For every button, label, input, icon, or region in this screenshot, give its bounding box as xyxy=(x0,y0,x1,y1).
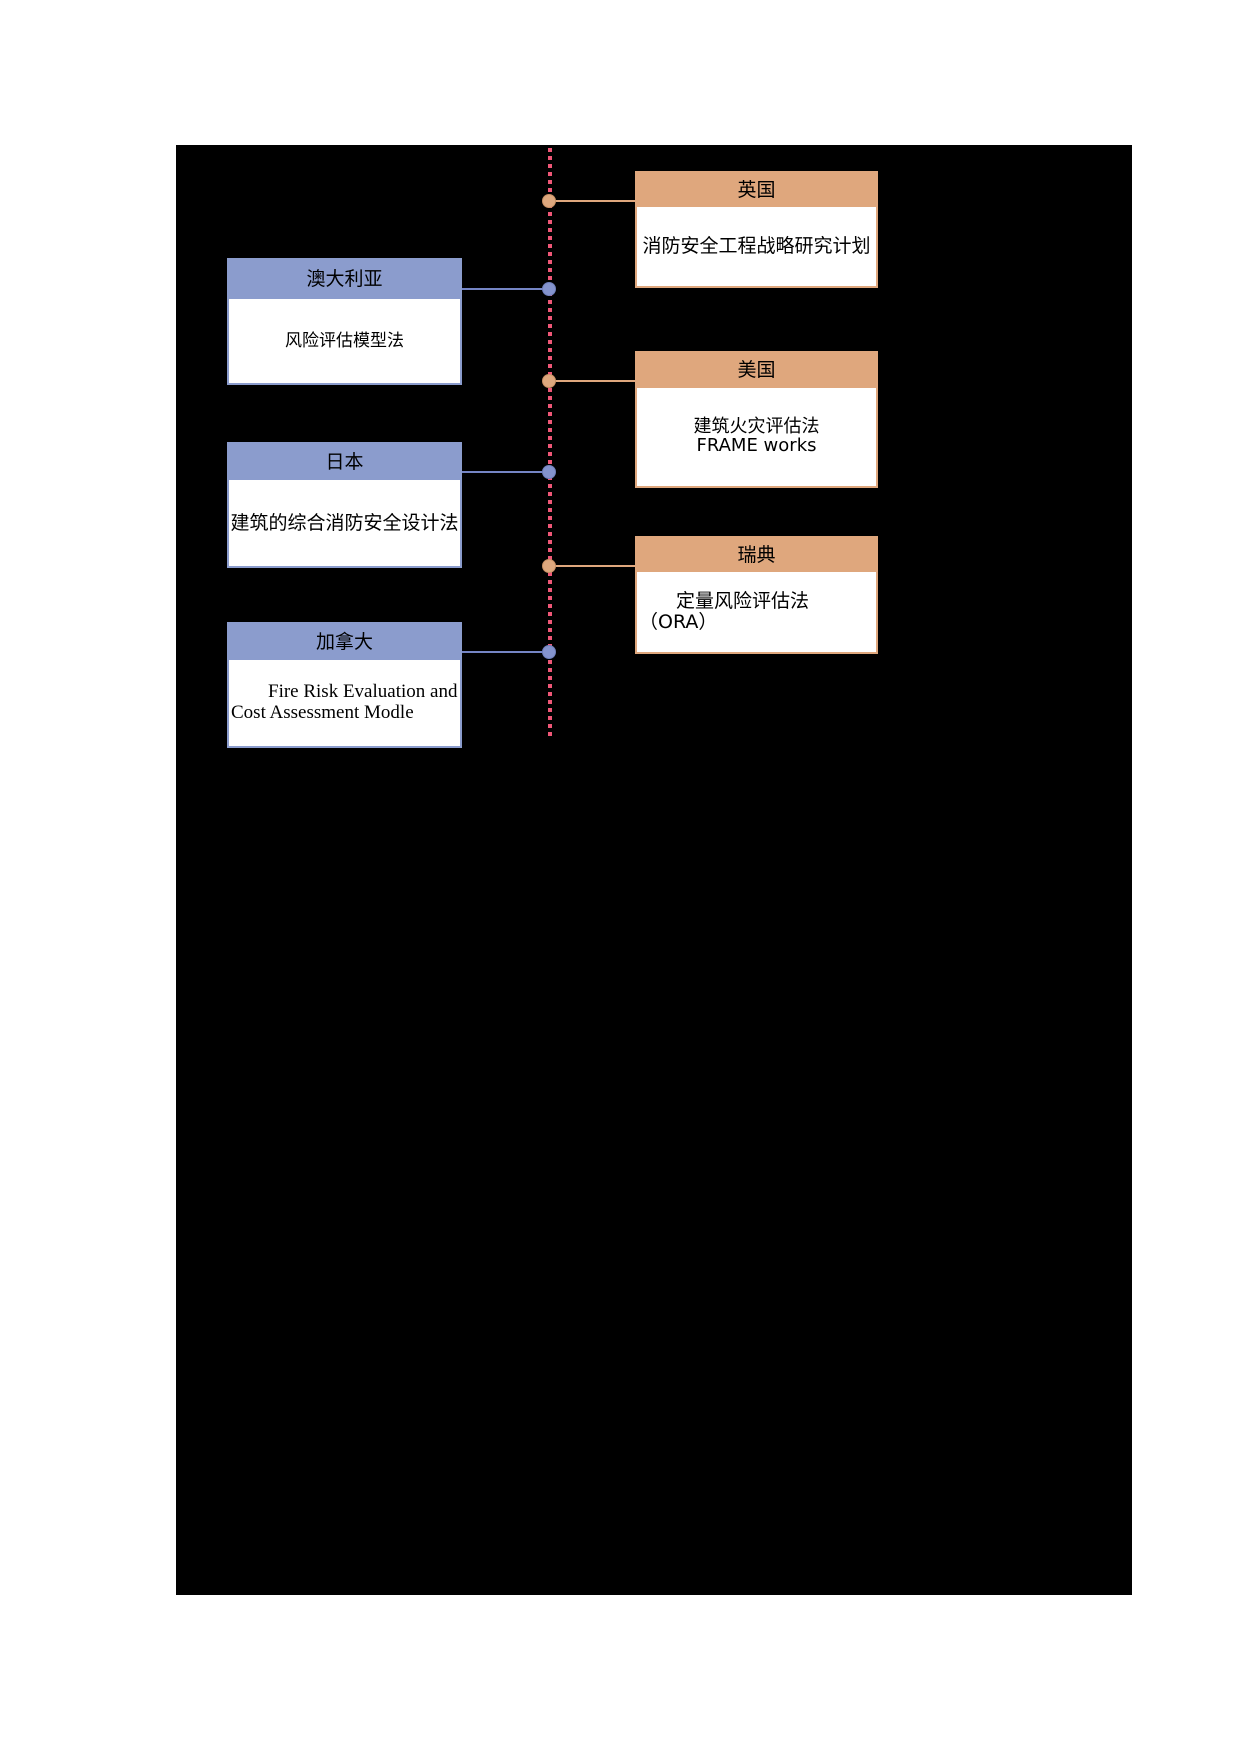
timeline-node-australia-icon xyxy=(542,282,556,296)
connector-sweden xyxy=(550,565,636,567)
country-card-uk: 英国 消防安全工程战略研究计划 xyxy=(635,171,878,288)
country-header-us: 美国 xyxy=(637,353,876,388)
country-header-japan: 日本 xyxy=(229,444,460,480)
country-header-australia: 澳大利亚 xyxy=(229,260,460,299)
method-body-us: 建筑火灾评估法 FRAME works xyxy=(637,388,876,486)
method-text: 建筑的综合消防安全设计法 xyxy=(230,511,459,534)
method-text-line2: Cost Assessment Modle xyxy=(231,702,414,723)
timeline-node-sweden-icon xyxy=(542,559,556,573)
method-text-line1: 定量风险评估法 xyxy=(676,590,810,613)
method-body-sweden: 定量风险评估法 （ORA） xyxy=(637,572,876,652)
connector-us xyxy=(550,380,636,382)
timeline-node-canada-icon xyxy=(542,645,556,659)
method-body-australia: 风险评估模型法 xyxy=(229,299,460,383)
method-body-japan: 建筑的综合消防安全设计法 xyxy=(229,480,460,566)
country-card-australia: 澳大利亚 风险评估模型法 xyxy=(227,258,462,385)
country-header-canada: 加拿大 xyxy=(229,624,460,660)
timeline-node-uk-icon xyxy=(542,194,556,208)
connector-uk xyxy=(550,200,636,202)
country-card-japan: 日本 建筑的综合消防安全设计法 xyxy=(227,442,462,568)
method-text: 消防安全工程战略研究计划 xyxy=(642,235,871,258)
country-card-canada: 加拿大 Fire Risk Evaluation and Cost Assess… xyxy=(227,622,462,748)
connector-australia xyxy=(461,288,550,290)
connector-japan xyxy=(461,471,550,473)
timeline-node-us-icon xyxy=(542,374,556,388)
method-text-line2: FRAME works xyxy=(696,435,817,456)
country-header-uk: 英国 xyxy=(637,173,876,207)
method-text-line2: （ORA） xyxy=(639,611,718,633)
timeline-node-japan-icon xyxy=(542,465,556,479)
country-card-us: 美国 建筑火灾评估法 FRAME works xyxy=(635,351,878,488)
country-header-sweden: 瑞典 xyxy=(637,538,876,572)
method-body-uk: 消防安全工程战略研究计划 xyxy=(637,207,876,286)
connector-canada xyxy=(461,651,550,653)
method-text-line1: Fire Risk Evaluation and xyxy=(268,681,458,703)
timeline-dashed-line xyxy=(548,148,552,740)
method-text: 风险评估模型法 xyxy=(285,330,404,351)
method-text-line1: 建筑火灾评估法 xyxy=(693,416,820,438)
country-card-sweden: 瑞典 定量风险评估法 （ORA） xyxy=(635,536,878,654)
method-body-canada: Fire Risk Evaluation and Cost Assessment… xyxy=(229,660,460,746)
